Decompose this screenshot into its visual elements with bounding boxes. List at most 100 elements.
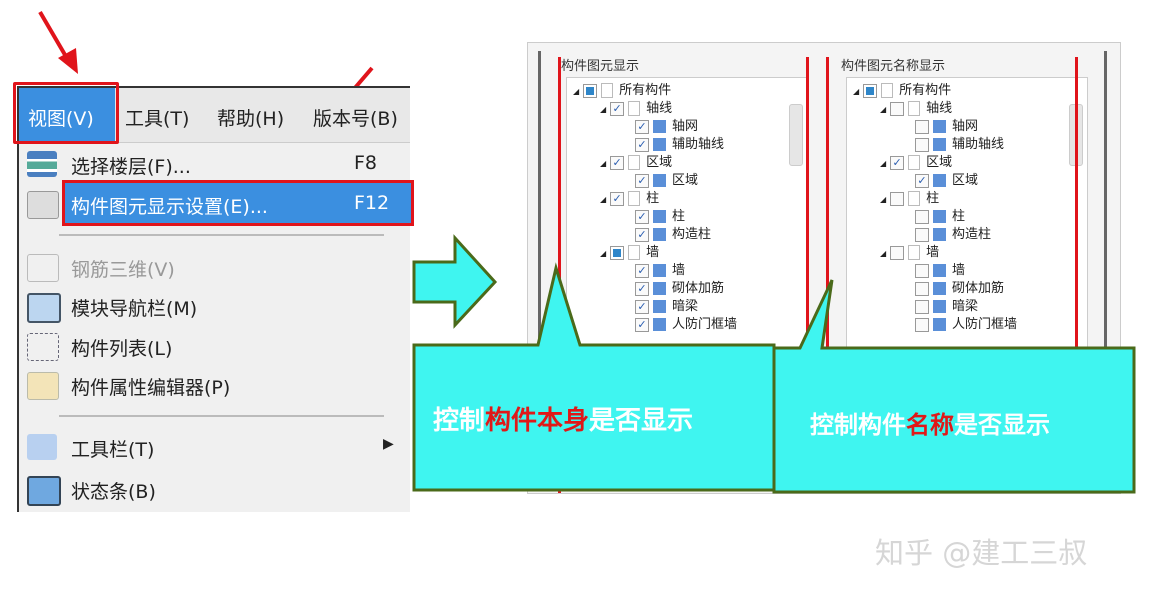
checkbox[interactable] [863,83,878,98]
checkbox[interactable] [890,245,905,260]
red-arrow-top-left [38,10,78,74]
checkbox[interactable] [890,191,905,206]
checkbox[interactable]: ✓ [635,137,649,152]
expand-icon[interactable]: ◢ [600,105,607,114]
checkbox[interactable] [915,209,929,224]
tree-label: 所有构件 [619,83,672,98]
tree-row[interactable]: 墙 [915,262,965,279]
checkbox[interactable] [915,317,929,332]
tree-row[interactable]: 构造柱 [915,226,991,243]
checkbox[interactable]: ✓ [635,209,649,224]
tree-row[interactable]: 柱 [915,208,965,225]
property-editor-icon [27,372,59,400]
big-cyan-arrow [412,234,498,329]
view-menu: 视图(V) 工具(T) 帮助(H) 版本号(B) 选择楼层(F)... F8 构… [17,86,414,512]
checkbox[interactable] [610,245,625,260]
checkbox[interactable] [915,299,929,314]
menu-item-component-list[interactable]: 构件列表(L) [19,329,410,363]
checkbox[interactable] [915,281,929,296]
checkbox[interactable] [915,263,929,278]
tree-label: 区域 [926,155,953,170]
tree-row[interactable]: ✓墙 [635,262,685,279]
tree-label: 柱 [952,209,966,224]
checkbox[interactable]: ✓ [915,173,929,188]
expand-icon[interactable]: ◢ [880,105,887,114]
checkbox[interactable]: ✓ [610,155,625,170]
checkbox[interactable] [890,101,905,116]
tree-row[interactable]: ✓柱 [635,208,685,225]
tree-row[interactable]: ◢所有构件 [853,82,951,99]
toolbar-icon [27,434,57,460]
component-icon [653,120,666,133]
tree-row[interactable]: ◢轴线 [880,100,952,117]
tree-label: 墙 [926,245,940,260]
expand-icon[interactable]: ◢ [880,195,887,204]
tree-row[interactable]: ◢✓区域 [600,154,672,171]
expand-icon[interactable]: ◢ [853,87,860,96]
checkbox[interactable]: ✓ [635,317,649,332]
folder-icon [628,101,641,116]
menu-tools[interactable]: 工具(T) [125,108,190,130]
tree-label: 柱 [672,209,686,224]
menu-item-property-editor[interactable]: 构件属性编辑器(P) [19,368,410,402]
tree-row[interactable]: ✓构造柱 [635,226,711,243]
tree-scrollbar[interactable] [789,104,803,166]
menu-item-statusbar[interactable]: 状态条(B) [19,472,410,506]
checkbox[interactable]: ✓ [635,281,649,296]
menu-item-module-nav[interactable]: 模块导航栏(M) [19,289,410,323]
tree-row[interactable]: ◢✓轴线 [600,100,672,117]
checkbox[interactable]: ✓ [890,155,905,170]
checkbox[interactable]: ✓ [635,173,649,188]
tree-row[interactable]: 暗梁 [915,298,978,315]
menu-item-select-floor[interactable]: 选择楼层(F)... F8 [19,147,410,181]
menu-item-display-settings[interactable]: 构件图元显示设置(E)... F12 [19,187,410,221]
expand-icon[interactable]: ◢ [600,159,607,168]
tree-row[interactable]: 轴网 [915,118,978,135]
tree-row[interactable]: ◢柱 [880,190,939,207]
expand-icon[interactable]: ◢ [880,249,887,258]
tree-row[interactable]: ✓辅助轴线 [635,136,724,153]
tree-row[interactable]: ◢ 所有构件 [573,82,671,99]
tree-row[interactable]: ✓人防门框墙 [635,316,737,333]
expand-icon[interactable]: ◢ [880,159,887,168]
tree-row[interactable]: ✓区域 [915,172,978,189]
checkbox[interactable] [915,119,929,134]
checkbox[interactable]: ✓ [635,263,649,278]
component-name-display-tree[interactable]: ◢所有构件◢轴线轴网辅助轴线◢✓区域✓区域◢柱柱构造柱◢墙墙砌体加筋暗梁人防门框… [846,77,1088,369]
tree-row[interactable]: 砌体加筋 [915,280,1004,297]
tree-row[interactable]: ✓暗梁 [635,298,698,315]
tree-row[interactable]: ◢✓柱 [600,190,659,207]
callout-left-shape [412,262,776,492]
tree-row[interactable]: ◢墙 [880,244,939,261]
menu-help[interactable]: 帮助(H) [217,108,285,130]
tree-row[interactable]: 人防门框墙 [915,316,1017,333]
callout-left-text: 控制构件本身是否显示 [433,406,694,436]
menu-version[interactable]: 版本号(B) [313,108,398,130]
checkbox[interactable]: ✓ [610,191,625,206]
checkbox[interactable]: ✓ [610,101,625,116]
tree-row[interactable]: ✓轴网 [635,118,698,135]
checkbox[interactable] [915,227,929,242]
checkbox[interactable] [583,83,598,98]
checkbox[interactable]: ✓ [635,299,649,314]
checkbox[interactable]: ✓ [635,119,649,134]
component-display-tree[interactable]: ◢所有构件◢✓轴线✓轴网✓辅助轴线◢✓区域✓区域◢✓柱✓柱✓构造柱◢墙✓墙✓砌体… [566,77,808,369]
component-icon [653,174,666,187]
tree-label: 暗梁 [952,299,979,314]
tree-row[interactable]: ◢墙 [600,244,659,261]
expand-icon[interactable]: ◢ [573,87,580,96]
tree-label: 墙 [952,263,966,278]
component-icon [653,282,666,295]
tree-row[interactable]: ◢✓ 区域 [880,154,952,171]
tree-row[interactable]: ✓区域 [635,172,698,189]
menu-item-toolbar[interactable]: 工具栏(T) ▶ [19,430,410,464]
tree-row[interactable]: 辅助轴线 [915,136,1004,153]
expand-icon[interactable]: ◢ [600,249,607,258]
menu-view[interactable]: 视图(V) [28,108,94,130]
checkbox[interactable] [915,137,929,152]
checkbox[interactable]: ✓ [635,227,649,242]
folder-icon [628,191,641,206]
expand-icon[interactable]: ◢ [600,195,607,204]
tree-row[interactable]: ✓砌体加筋 [635,280,724,297]
component-icon [933,210,946,223]
